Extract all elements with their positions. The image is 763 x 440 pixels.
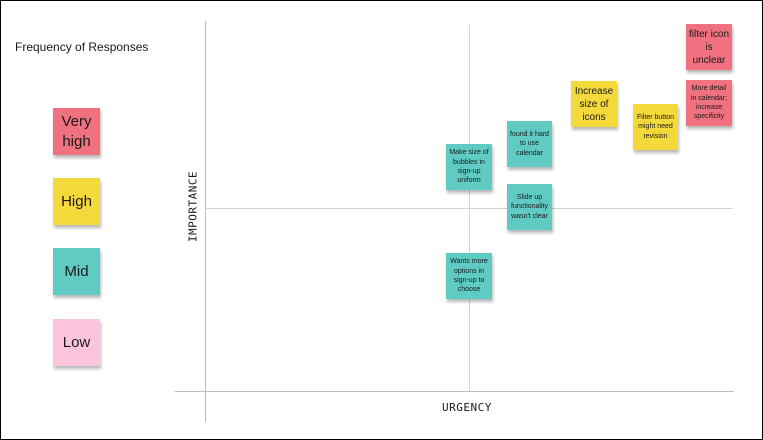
y-axis-left-line bbox=[205, 21, 206, 422]
sticky-note: Slide up functionality wasn't clear bbox=[507, 184, 552, 230]
sticky-note: Increase size of icons bbox=[571, 81, 617, 127]
sticky-note: More detail in calendar; increase specif… bbox=[686, 80, 732, 126]
x-axis-bottom-line bbox=[175, 391, 734, 392]
legend-note-low: Low bbox=[53, 319, 100, 366]
legend-note-mid: Mid bbox=[53, 248, 100, 295]
legend-note-very-high: Very high bbox=[53, 108, 100, 155]
legend-note-high: High bbox=[53, 178, 100, 225]
sticky-note: filter icon is unclear bbox=[686, 24, 732, 70]
sticky-note: Wants more options in sign-up to choose bbox=[446, 253, 492, 299]
sticky-note: found it hard to use calendar bbox=[507, 121, 552, 167]
x-axis-label: URGENCY bbox=[442, 401, 492, 414]
y-axis-label: IMPORTANCE bbox=[186, 170, 200, 243]
sticky-note: Filter button might need revision bbox=[633, 104, 678, 150]
sticky-note: Make size of bubbles in sign-up uniform bbox=[446, 144, 492, 190]
legend-title: Frequency of Responses bbox=[15, 40, 149, 54]
horizontal-divider bbox=[205, 208, 733, 209]
